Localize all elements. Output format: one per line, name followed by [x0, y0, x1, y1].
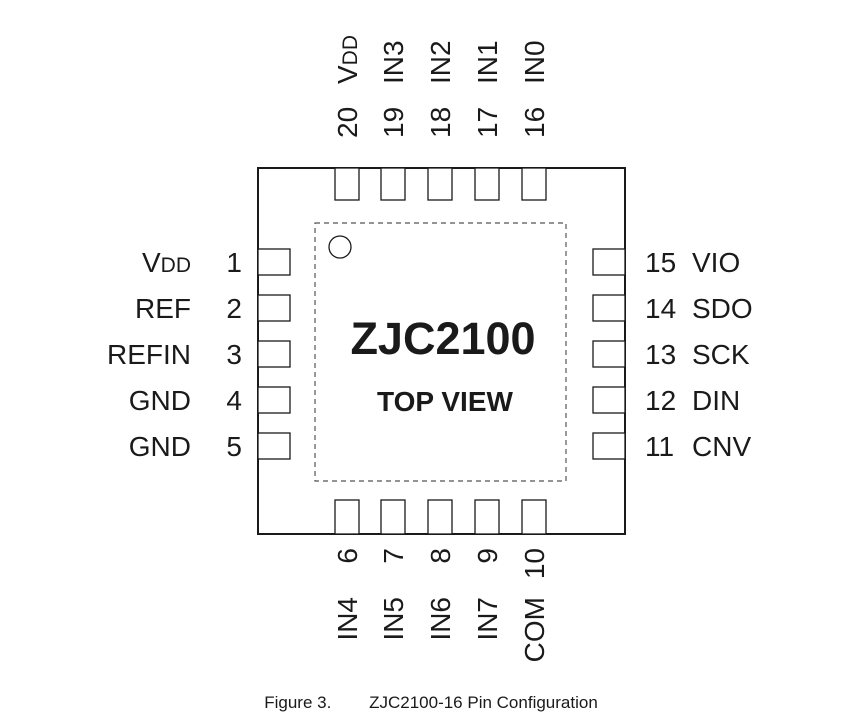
pin-pad-19 — [380, 167, 406, 201]
pin-pad-2 — [257, 294, 291, 322]
pin-name-5: GND — [129, 431, 191, 462]
pin-name-10: COM — [519, 597, 550, 662]
chip-part-number: ZJC2100 — [350, 313, 535, 364]
pin-pad-16 — [521, 167, 547, 201]
pin-name-19: IN3 — [378, 40, 409, 84]
pin-number-1: 1 — [226, 247, 242, 278]
pin-name-14: SDO — [692, 293, 753, 324]
pin-pad-17 — [474, 167, 500, 201]
pin-pad-9 — [474, 499, 500, 535]
pin-number-2: 2 — [226, 293, 242, 324]
pin-pad-3 — [257, 340, 291, 368]
pin-number-17: 17 — [472, 107, 503, 138]
pin-name-13: SCK — [692, 339, 750, 370]
pin-pad-18 — [427, 167, 453, 201]
pin-number-12: 12 — [645, 385, 676, 416]
pin-pad-5 — [257, 432, 291, 460]
figure-caption: Figure 3. ZJC2100-16 Pin Configuration — [264, 693, 598, 712]
pin-number-4: 4 — [226, 385, 242, 416]
pin-number-6: 6 — [332, 548, 363, 564]
pin-name-15: VIO — [692, 247, 740, 278]
pin-name-6: IN4 — [332, 597, 363, 641]
pin-name-11: CNV — [692, 431, 751, 462]
pin-name-2: REF — [135, 293, 191, 324]
pin-name-3: REFIN — [107, 339, 191, 370]
pin-number-5: 5 — [226, 431, 242, 462]
pin-pad-12 — [592, 386, 626, 414]
pin-name-1: VDD — [142, 247, 191, 278]
pin-name-9: IN7 — [472, 597, 503, 641]
pin-number-9: 9 — [472, 548, 503, 564]
pin-pad-11 — [592, 432, 626, 460]
pin-pad-7 — [380, 499, 406, 535]
pin-number-10: 10 — [519, 548, 550, 579]
pin-pad-8 — [427, 499, 453, 535]
pin-name-7: IN5 — [378, 597, 409, 641]
package-outline — [257, 167, 626, 535]
pin-name-12: DIN — [692, 385, 740, 416]
pin-number-18: 18 — [425, 107, 456, 138]
pin-pad-15 — [592, 248, 626, 276]
pin-number-11: 11 — [645, 431, 674, 462]
pin-pad-20 — [334, 167, 360, 201]
chip-view-label: TOP VIEW — [377, 386, 513, 417]
pin-number-7: 7 — [378, 548, 409, 564]
pin-name-8: IN6 — [425, 597, 456, 641]
pin-pad-1 — [257, 248, 291, 276]
pin-number-13: 13 — [645, 339, 676, 370]
pin-number-16: 16 — [519, 107, 550, 138]
pin-number-19: 19 — [378, 107, 409, 138]
pin-name-17: IN1 — [472, 40, 503, 84]
pin-number-15: 15 — [645, 247, 676, 278]
pin-name-4: GND — [129, 385, 191, 416]
pin-number-8: 8 — [425, 548, 456, 564]
pin-pad-13 — [592, 340, 626, 368]
pin-pad-6 — [334, 499, 360, 535]
pin-number-3: 3 — [226, 339, 242, 370]
pin-name-20: VDD — [332, 35, 363, 84]
pin1-indicator — [328, 235, 352, 259]
pin-pad-14 — [592, 294, 626, 322]
die-outline — [314, 222, 567, 482]
pin-name-16: IN0 — [519, 40, 550, 84]
pin-pad-10 — [521, 499, 547, 535]
pin-pad-4 — [257, 386, 291, 414]
pin-number-14: 14 — [645, 293, 676, 324]
pin-number-20: 20 — [332, 107, 363, 138]
pin-name-18: IN2 — [425, 40, 456, 84]
